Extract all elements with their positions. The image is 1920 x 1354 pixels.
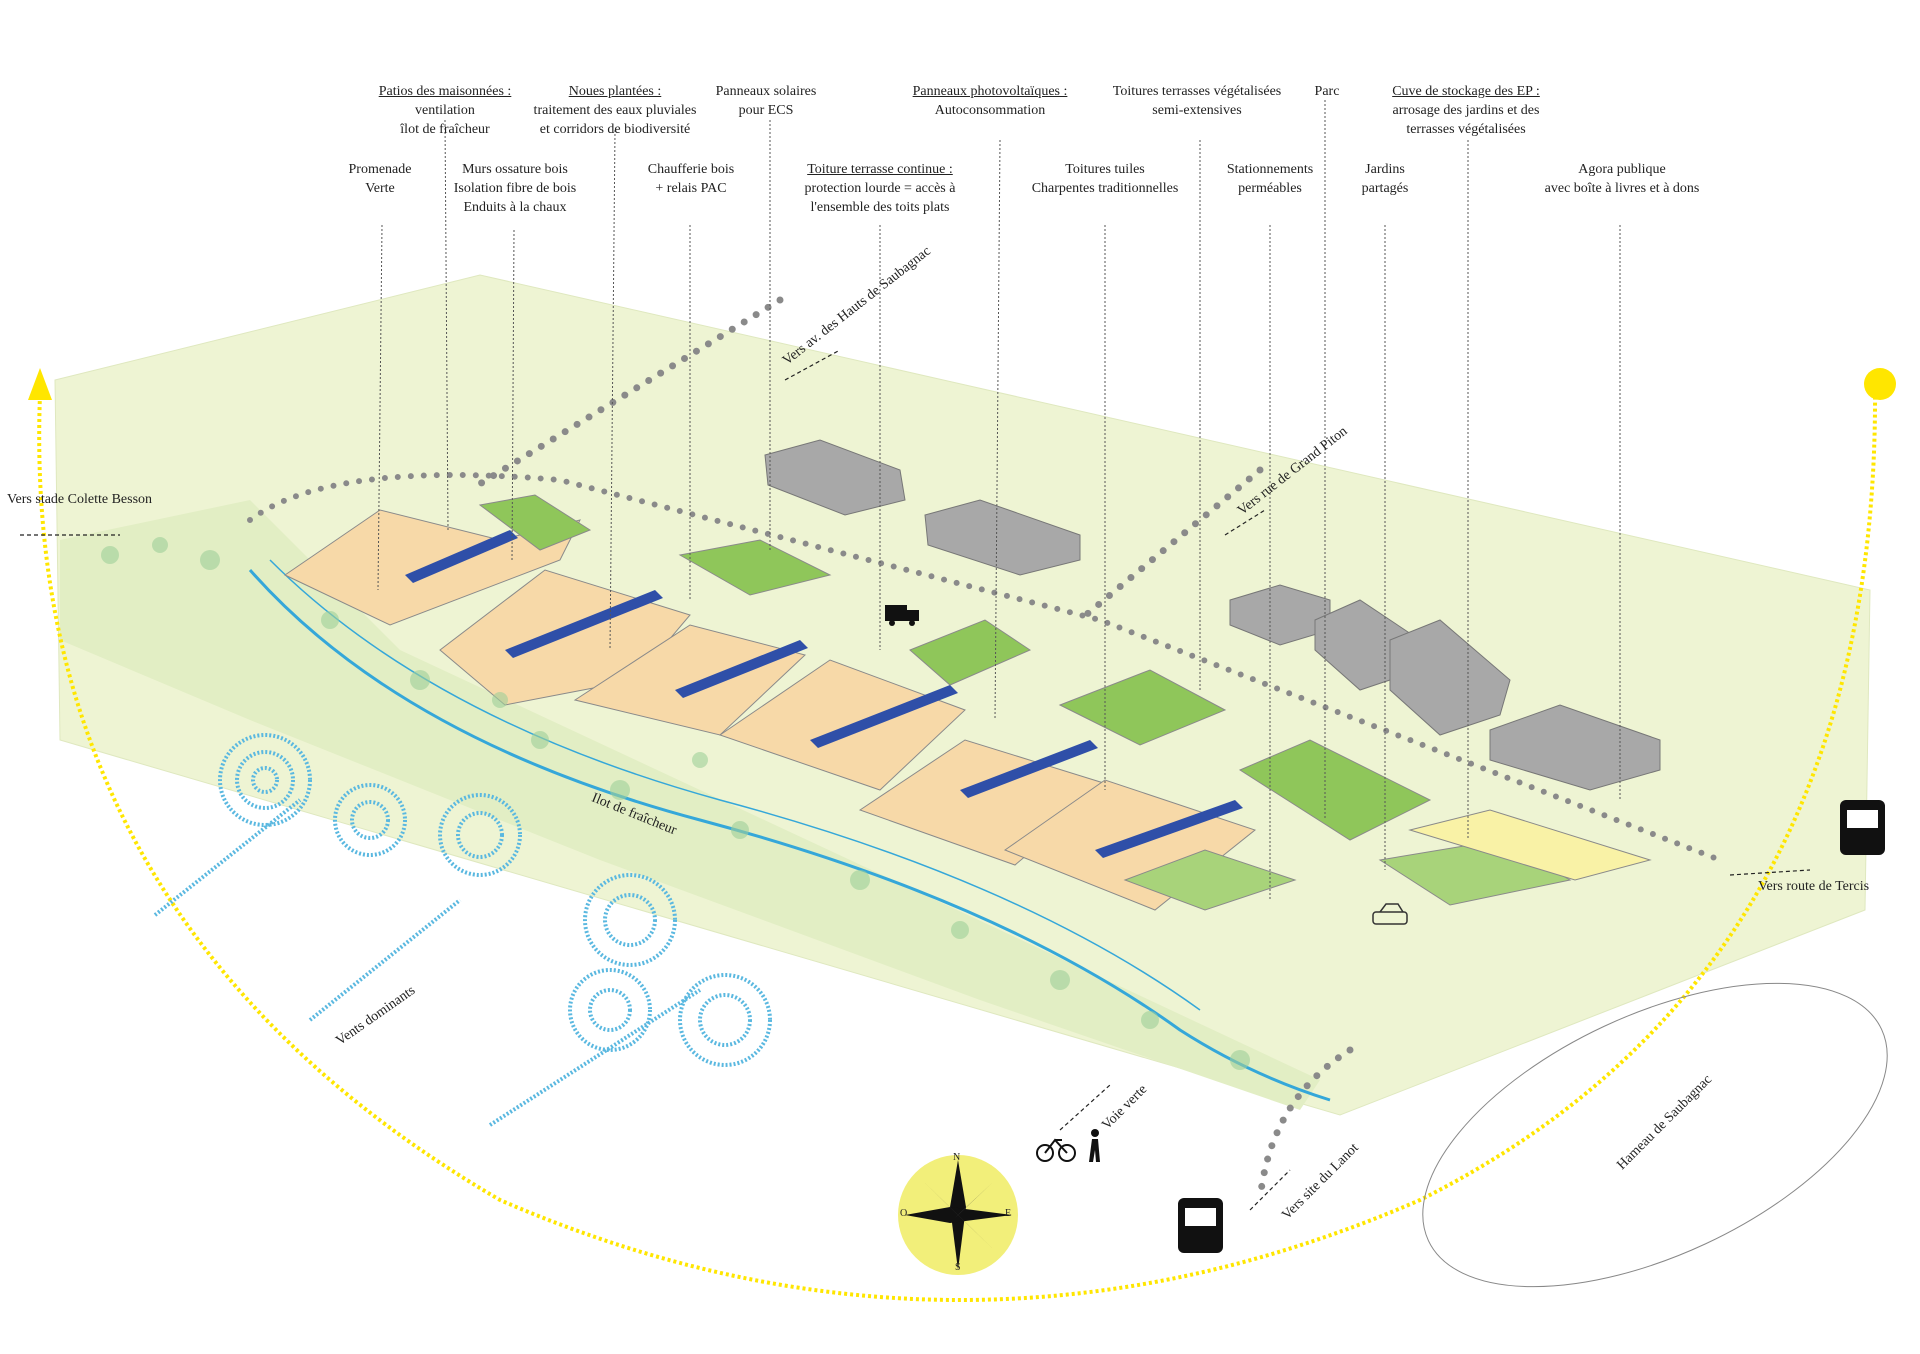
label-chaufferie-l1: Chaufferie bois [647,162,735,177]
compass-rose-icon [898,1155,1018,1275]
stream [248,569,1331,1102]
sun-icon [1864,368,1896,400]
label-noues-title: Noues plantées : [568,84,662,99]
label-murs-l2: Isolation fibre de bois [453,181,577,196]
bus-icon-east [1840,800,1885,855]
label-parc: Parc [1315,82,1340,101]
label-agora: Agora publique avec boîte à livres et à … [1545,160,1700,198]
label-cuve-title: Cuve de stockage des EP : [1392,84,1540,99]
stream-2 [269,559,1201,1011]
car-icon [1372,903,1408,925]
label-chaufferie-l2: + relais PAC [655,181,727,196]
label-photovoltaiques-l1: Autoconsommation [934,103,1046,118]
label-stationnements: Stationnements perméables [1227,160,1313,198]
leader-lines [377,100,1621,900]
forest-band [60,500,1320,1110]
label-tuiles-l2: Charpentes traditionnelles [1031,181,1179,196]
label-agora-l2: avec boîte à livres et à dons [1544,181,1700,196]
label-noues: Noues plantées : traitement des eaux plu… [534,82,697,139]
pedestrian-icon [1089,1129,1100,1162]
label-cuve-l2: terrasses végétalisées [1406,122,1526,137]
compass-n: N [953,1152,961,1163]
label-toiture-continue-l2: l'ensemble des toits plats [810,200,950,215]
hameau-ellipse [1422,982,1888,1288]
label-parc-text: Parc [1314,84,1340,99]
label-jardins-l2: partagés [1361,181,1409,196]
compass-e: E [1005,1208,1012,1219]
label-patios-l1: ventilation [415,103,475,118]
label-jardins: Jardins partagés [1362,160,1409,198]
trees [101,537,1250,1070]
bicycle-icon [1036,1138,1076,1162]
label-stationnements-l1: Stationnements [1226,162,1314,177]
label-tuiles-l1: Toitures tuiles [1065,162,1145,177]
label-tuiles: Toitures tuiles Charpentes traditionnell… [1032,160,1179,198]
label-toiture-continue: Toiture terrasse continue : protection l… [805,160,956,217]
label-promenade: Promenade Verte [349,160,412,198]
dotted-route-loop [247,472,1723,863]
bus-icon-south [1178,1198,1223,1253]
label-patios: Patios des maisonnées : ventilation îlot… [379,82,512,139]
label-stationnements-l2: perméables [1238,181,1302,196]
label-murs-l3: Enduits à la chaux [463,200,567,215]
label-toitures-vegetalisees-l1: Toitures terrasses végétalisées [1112,84,1282,99]
compass-o: O [900,1208,908,1219]
label-photovoltaiques: Panneaux photovoltaïques : Autoconsommat… [913,82,1068,120]
compass-s: S [955,1262,961,1273]
label-murs-l1: Murs ossature bois [462,162,568,177]
solar-panels [405,530,1243,858]
label-patios-l2: îlot de fraîcheur [400,122,490,137]
label-agora-l1: Agora publique [1578,162,1666,177]
ground-plane [54,274,1871,1116]
dotted-route-east [1076,466,1264,624]
label-noues-l2: et corridors de biodiversité [539,122,691,137]
label-cuve: Cuve de stockage des EP : arrosage des j… [1392,82,1540,139]
label-solaires: Panneaux solaires pour ECS [716,82,817,120]
dotted-route-north [466,296,784,494]
sunrise-arrow-icon [28,368,52,400]
label-promenade-l1: Promenade [348,162,412,177]
label-murs: Murs ossature bois Isolation fibre de bo… [454,160,576,217]
label-photovoltaiques-title: Panneaux photovoltaïques : [912,84,1068,99]
label-solaires-l1: Panneaux solaires [715,84,817,99]
label-toitures-vegetalisees: Toitures terrasses végétalisées semi-ext… [1113,82,1282,120]
label-toiture-continue-title: Toiture terrasse continue : [807,162,953,177]
text-stade: Vers stade Colette Besson [7,492,153,507]
label-noues-l1: traitement des eaux pluviales [533,103,697,118]
sun-path-arc [37,384,1878,1302]
truck-icon [885,605,919,626]
label-promenade-l2: Verte [365,181,395,196]
label-solaires-l2: pour ECS [738,103,794,118]
label-patios-title: Patios des maisonnées : [378,84,512,99]
label-chaufferie: Chaufferie bois + relais PAC [648,160,734,198]
label-jardins-l1: Jardins [1365,162,1405,177]
neighbour-houses [764,439,1661,791]
label-toitures-vegetalisees-l2: semi-extensives [1152,103,1242,118]
label-toiture-continue-l1: protection lourde = accès à [804,181,956,196]
direction-arrows [20,349,1811,1211]
wind-spirals [153,733,772,1127]
text-tercis: Vers route de Tercis [1758,879,1870,894]
label-cuve-l1: arrosage des jardins et des [1392,103,1540,118]
